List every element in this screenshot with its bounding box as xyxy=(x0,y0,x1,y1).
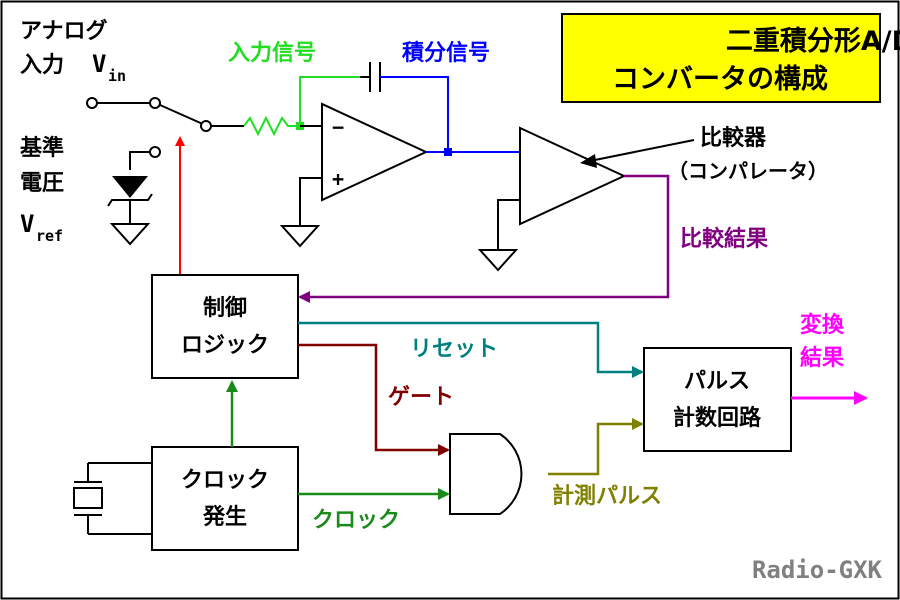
clock-label: クロック xyxy=(312,508,400,533)
pulse-counter-label-2: 計数回路 xyxy=(673,405,762,431)
pulse-counter-block xyxy=(643,347,792,452)
crystal-icon xyxy=(73,462,152,535)
gate-label: ゲート xyxy=(388,385,454,410)
integral-signal-label: 積分信号 xyxy=(402,40,490,66)
compare-result-wire xyxy=(298,174,670,303)
compare-result-label: 比較結果 xyxy=(680,226,768,252)
wire-feedback-left xyxy=(299,76,360,126)
comparator-pointer-head xyxy=(580,154,597,168)
title-line2: コンバータの構成 xyxy=(612,64,828,95)
comparator-pointer xyxy=(584,139,695,163)
control-logic-block xyxy=(151,274,299,379)
switch-common xyxy=(200,120,212,132)
comparator-icon xyxy=(519,126,627,226)
control-logic-label: 制御 xyxy=(203,295,247,321)
vin-symbol: V xyxy=(92,50,106,78)
opamp-minus-label: − xyxy=(332,115,344,139)
input-signal-label: 入力信号 xyxy=(228,40,316,66)
ground-icon-2 xyxy=(477,249,519,272)
clock-gen-label-2: 発生 xyxy=(202,505,247,530)
integrator-opamp-icon xyxy=(321,102,429,202)
switch-contact-a xyxy=(149,97,161,109)
title-line1: 二重積分形A/D xyxy=(726,26,900,57)
wire-opamp-plus xyxy=(299,177,322,226)
clock-gen-label: クロック xyxy=(181,468,269,493)
ref-voltage-label-2: 電圧 xyxy=(20,171,64,196)
watermark: Radio-GXK xyxy=(752,556,883,584)
opamp-plus-label: + xyxy=(332,167,344,191)
junction-integral xyxy=(444,148,452,156)
resistor-icon xyxy=(243,115,300,137)
switch-contact-input xyxy=(86,97,98,109)
reset-label: リセット xyxy=(410,337,498,362)
clock-gen-block xyxy=(151,446,299,551)
wire-feedback-right xyxy=(380,76,449,152)
conversion-result-label: 変換 xyxy=(800,312,845,338)
and-gate-icon xyxy=(449,433,523,515)
wire-comparator-ref xyxy=(497,199,520,250)
comparator-label: 比較器 xyxy=(700,125,767,151)
ref-voltage-label: 基準 xyxy=(20,135,64,161)
capacitor-icon xyxy=(360,62,381,92)
vin-subscript: in xyxy=(108,67,126,85)
analog-input-label: アナログ xyxy=(20,18,108,44)
measure-pulse-label: 計測パルス xyxy=(552,483,662,509)
vref-subscript: ref xyxy=(36,227,63,245)
measure-pulse-wire xyxy=(548,418,644,476)
conversion-result-label-2: 結果 xyxy=(800,345,844,371)
gate-wire xyxy=(298,343,450,456)
pulse-counter-label: パルス xyxy=(684,369,750,394)
comparator-sublabel: （コンパレータ） xyxy=(668,159,828,183)
title-box xyxy=(561,13,881,103)
zener-diode-icon xyxy=(107,151,153,246)
analog-input-label-2: 入力 xyxy=(20,53,64,78)
ground-icon xyxy=(279,225,321,248)
switch-blade xyxy=(159,104,206,126)
vref-symbol: V xyxy=(20,210,34,238)
control-logic-label-2: ロジック xyxy=(181,333,269,358)
reset-wire xyxy=(298,321,644,378)
switch-contact-ref xyxy=(149,146,161,158)
